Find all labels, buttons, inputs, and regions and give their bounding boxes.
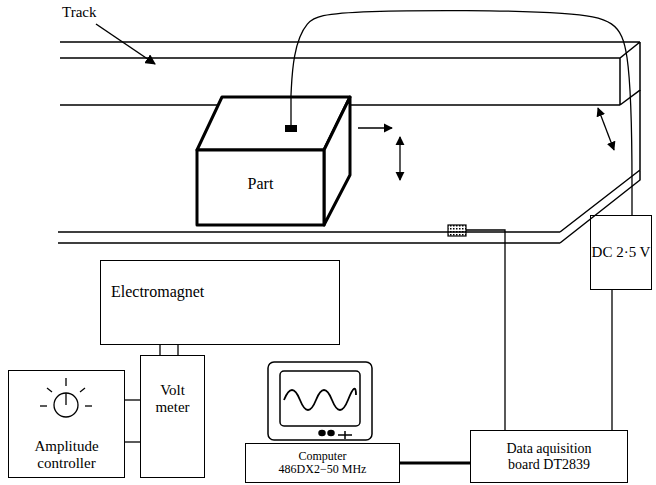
waveform [284,389,356,410]
wire [612,290,613,430]
dial-tick [85,405,92,406]
accelerometer [448,225,466,236]
wire-line [125,399,140,400]
node-text: Data aquisition board DT2839 [493,441,605,472]
node-text: Volt meter [143,382,202,415]
accelerometer [285,125,297,132]
dial-tick [47,388,52,392]
dial [54,393,78,417]
node-text: Computer 486DX2−50 MHz [275,450,370,476]
part-side-face [324,97,350,225]
wire-line [159,345,160,355]
amplitude-dial [40,378,92,417]
pointer-arrow [96,24,155,64]
wire [160,345,178,355]
wire-line [125,441,140,442]
monitor-mark [344,431,346,439]
part-outline [195,95,352,227]
monitor-knob [319,431,325,436]
vibration-arrow [399,137,400,180]
track-floor [58,90,640,243]
amplitude-controller-box: Amplitude controller [8,370,125,478]
wire-line [177,345,178,355]
monitor-screen [280,371,360,426]
computer-box: Computer 486DX2−50 MHz [245,443,400,483]
wire-line [611,290,612,430]
dial-tick [65,378,66,386]
node-text: Part [197,175,324,193]
dial-tick [80,388,85,392]
part-front-face [197,150,324,225]
wire-line [291,11,632,215]
motion-arrow [358,127,392,128]
power-supply-box: DC 2·5 V [590,215,652,290]
voltmeter-box: Volt meter [140,355,205,478]
monitor-case [268,362,372,440]
sensor-wire [290,95,291,125]
data-acquisition-box: Data aquisition board DT2839 [470,430,628,483]
wire-line [400,462,470,465]
node-text: DC 2·5 V [592,244,651,261]
dial-tick [40,405,47,406]
sensor-wire [466,230,505,430]
wire [291,11,632,215]
part-top-face [197,97,350,150]
monitor-knob [328,431,334,436]
vibration-arrow [598,108,614,150]
wire [125,400,140,442]
electromagnet-box: Electromagnet [100,260,340,345]
part-faces [197,97,350,225]
monitor [268,362,372,440]
node-text: Electromagnet [111,283,204,301]
track-wall [60,42,640,105]
node-text: Amplitude controller [13,438,120,471]
wire [400,463,470,464]
dial-pointer [65,393,66,405]
part-box: Part [195,95,352,227]
part-label: Track [62,4,96,21]
track-drawing [58,42,640,243]
